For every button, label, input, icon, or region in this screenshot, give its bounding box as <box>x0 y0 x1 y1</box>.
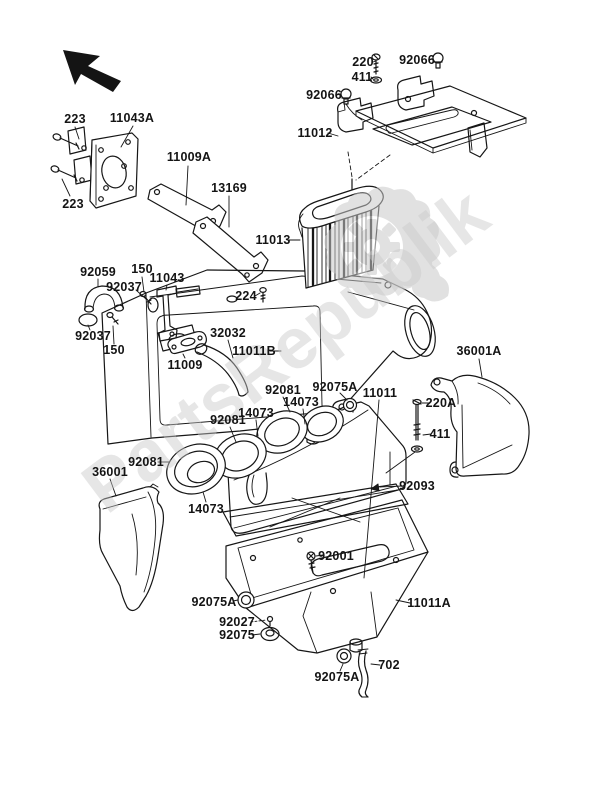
part-label-92001: 92001 <box>318 548 354 563</box>
part-label-13169: 13169 <box>211 180 247 195</box>
part-label-11011: 11011 <box>362 385 398 400</box>
part-label-11011B: 11011B <box>232 343 276 358</box>
part-drawing-36001-cover <box>98 483 165 612</box>
part-drawing-36001A-cover <box>430 374 530 478</box>
part-label-11043A: 11043A <box>109 110 155 125</box>
part-label-92037: 92037 <box>106 279 142 294</box>
part-drawing-11043A-plate <box>89 132 139 209</box>
part-drawing-220A-bolt <box>385 398 424 474</box>
part-label-220A: 220A <box>425 395 457 410</box>
part-label-224: 224 <box>235 288 257 303</box>
part-label-92037: 92037 <box>75 328 111 343</box>
part-label-92081: 92081 <box>210 412 246 427</box>
part-label-223: 223 <box>64 111 86 126</box>
part-label-36001: 36001 <box>92 464 128 479</box>
part-label-92075A: 92075A <box>191 594 237 609</box>
part-label-92027: 92027 <box>219 614 255 629</box>
part-label-11013: 11013 <box>255 232 291 247</box>
part-label-14073: 14073 <box>283 394 319 409</box>
part-label-411: 411 <box>351 69 373 84</box>
part-drawing-223-bolts <box>50 126 93 185</box>
part-label-11009: 11009 <box>167 357 203 372</box>
part-label-150: 150 <box>131 261 153 276</box>
part-label-92059: 92059 <box>80 264 116 279</box>
part-label-11009A: 11009A <box>166 149 212 164</box>
part-drawing-92093-seal-band <box>222 483 409 537</box>
part-label-92075A: 92075A <box>312 379 358 394</box>
part-label-92081: 92081 <box>128 454 164 469</box>
part-label-92075: 92075 <box>219 627 255 642</box>
part-label-411: 411 <box>429 426 451 441</box>
part-label-11011A: 11011A <box>407 595 451 610</box>
part-label-11012: 11012 <box>297 125 333 140</box>
part-label-702: 702 <box>378 657 400 672</box>
part-label-150: 150 <box>103 342 125 357</box>
direction-arrow-icon <box>63 50 121 92</box>
part-drawing-13169-bracket <box>192 216 269 283</box>
part-drawing-ducts-and-seals <box>166 405 344 495</box>
part-label-11043: 11043 <box>149 270 185 285</box>
part-drawing-hose-cluster <box>78 285 249 397</box>
part-label-14073: 14073 <box>238 405 274 420</box>
part-label-220: 220 <box>352 54 374 69</box>
part-label-223: 223 <box>62 196 84 211</box>
part-label-92075A: 92075A <box>314 669 360 684</box>
part-label-92093: 92093 <box>399 478 435 493</box>
leader-lines <box>61 58 483 672</box>
part-label-32032: 32032 <box>210 325 246 340</box>
part-label-92081: 92081 <box>265 382 301 397</box>
part-label-14073: 14073 <box>188 501 224 516</box>
part-drawing-11012-plate <box>337 52 527 192</box>
part-label-36001A: 36001A <box>456 343 502 358</box>
part-label-92066: 92066 <box>399 52 435 67</box>
part-label-92066: 92066 <box>306 87 342 102</box>
